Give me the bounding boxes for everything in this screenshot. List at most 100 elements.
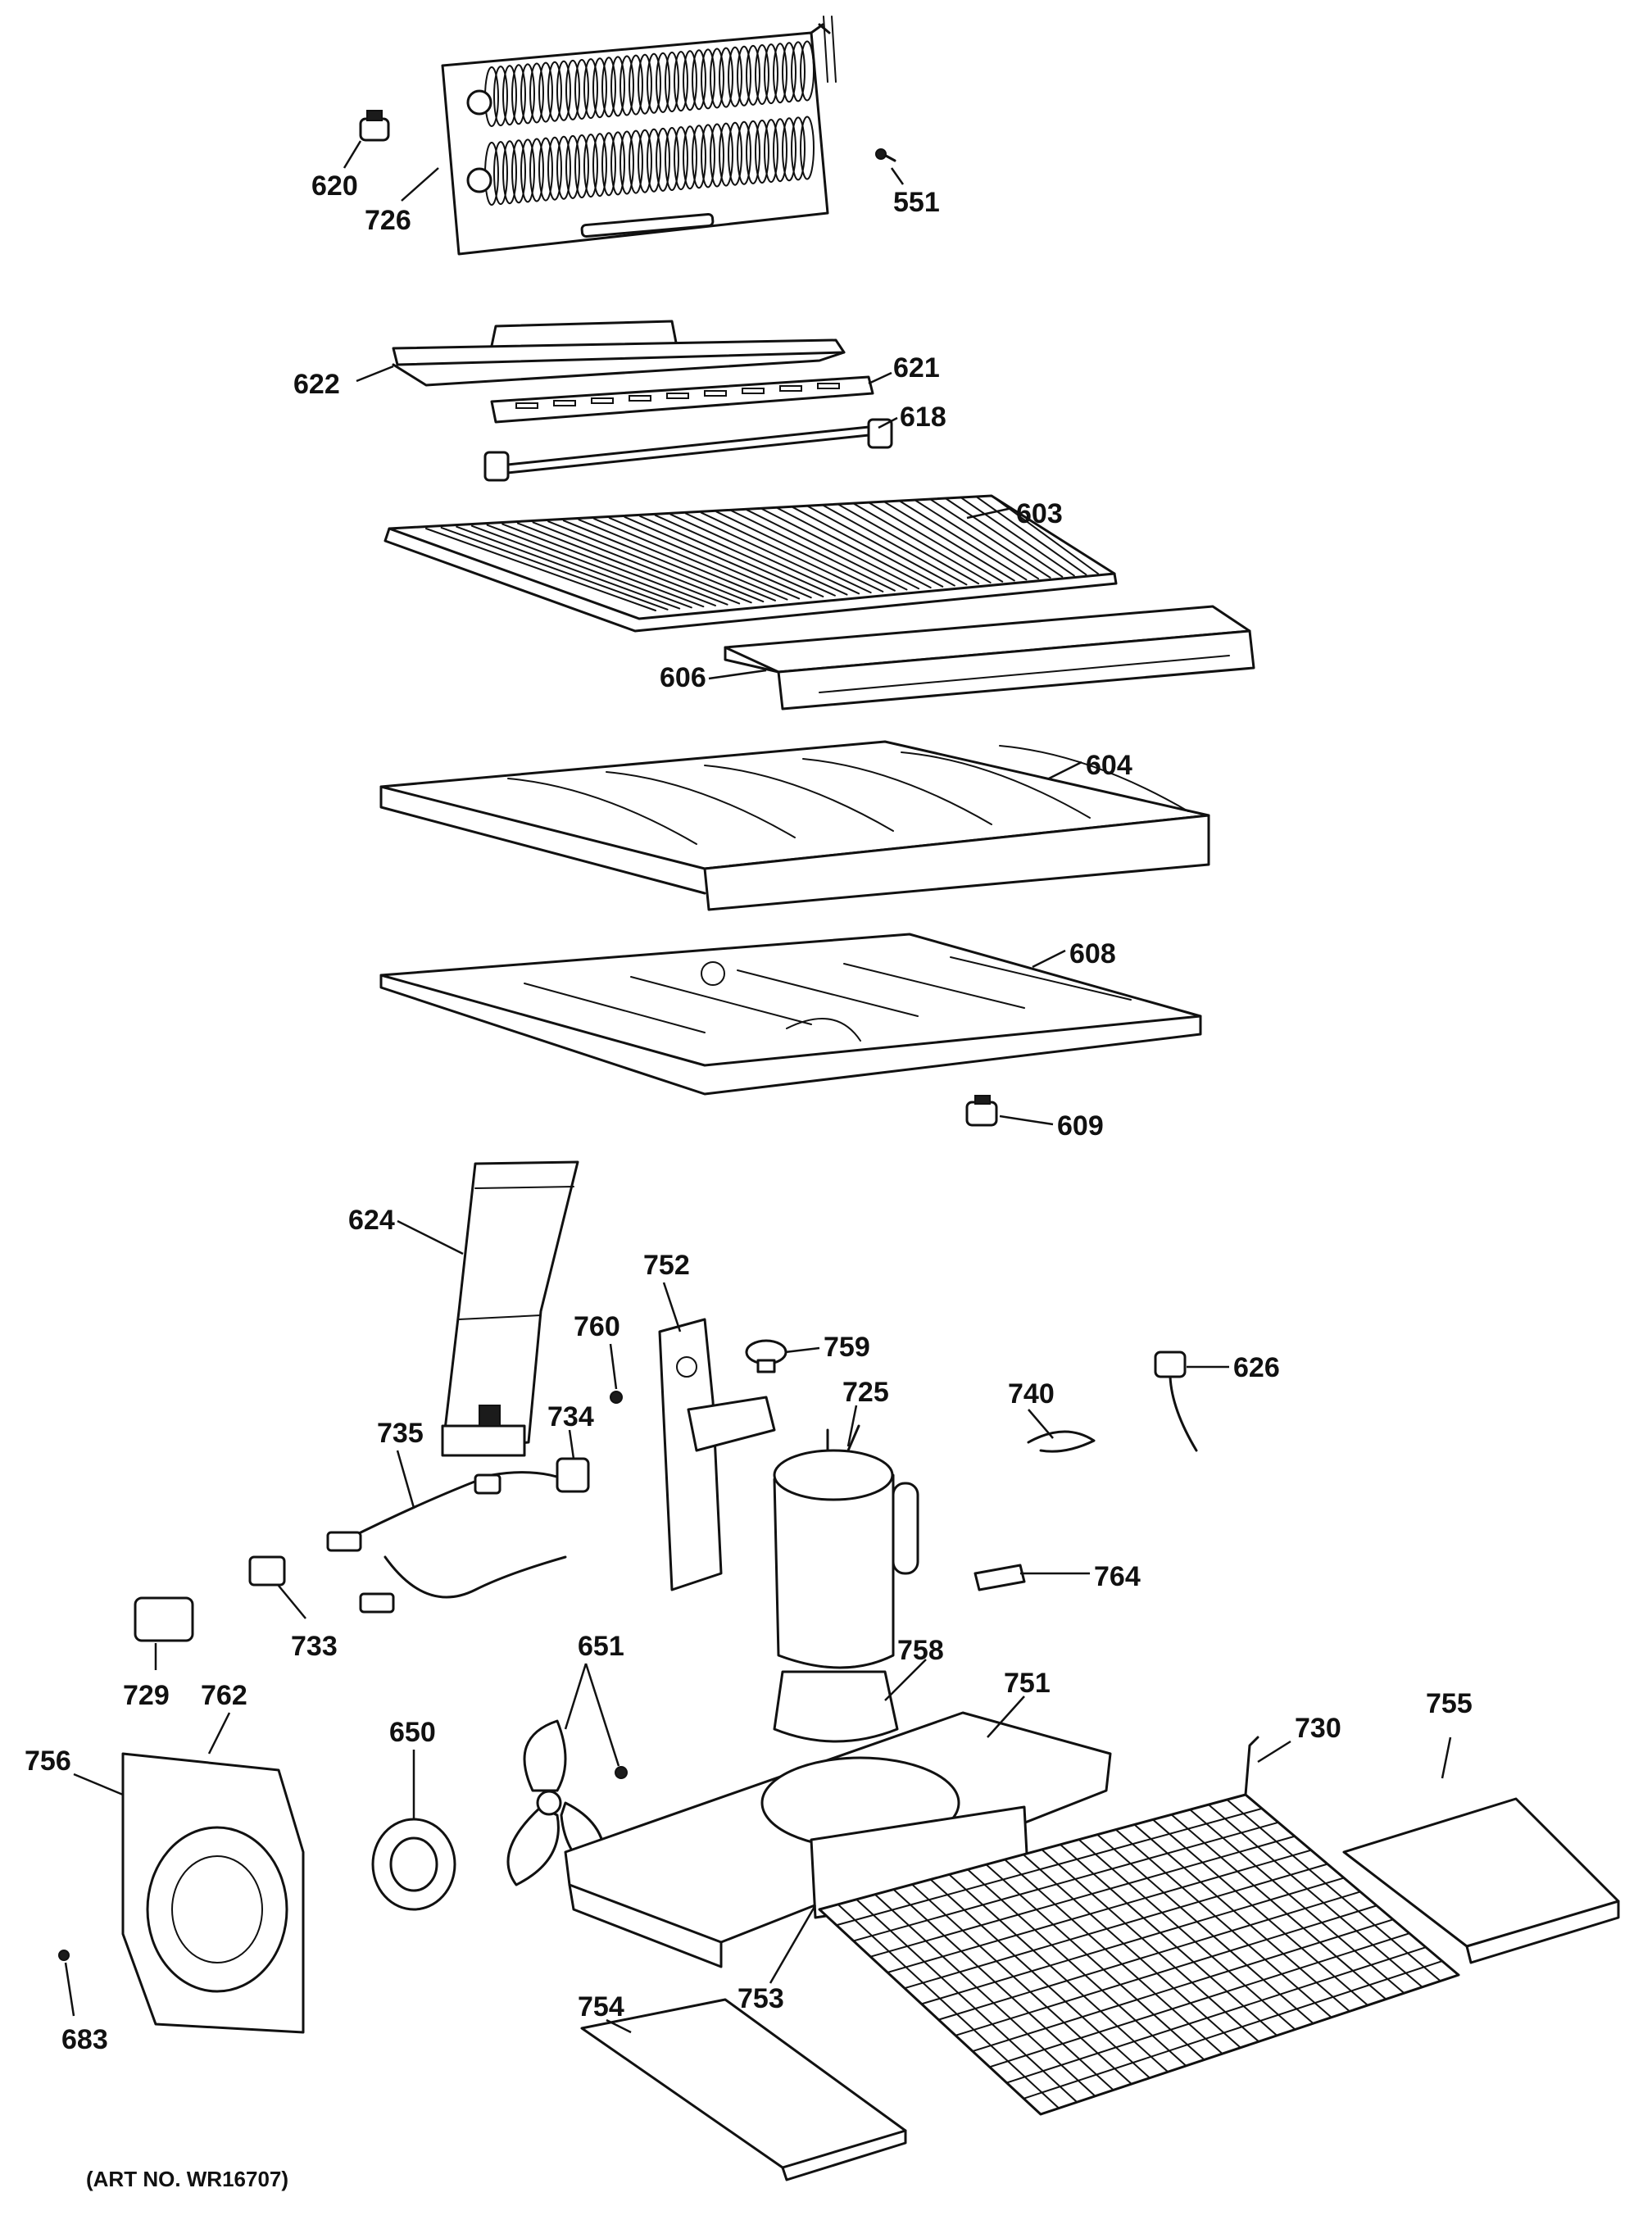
shelf-rib — [440, 526, 669, 611]
condenser-wire — [948, 1873, 1169, 2073]
pan-groove — [606, 771, 796, 838]
plug-626 — [1154, 1351, 1198, 1452]
art-number: (ART NO. WR16707) — [86, 2167, 288, 2191]
condenser-wire — [892, 1888, 1114, 2091]
condenser-wire — [1004, 1859, 1223, 2055]
label-650: 650 — [389, 1717, 436, 1748]
condenser-tube — [852, 1821, 1279, 1942]
shelf-rib — [425, 528, 656, 611]
coil-turn — [592, 57, 607, 119]
pan-groove — [802, 758, 992, 825]
coil-turn — [565, 134, 580, 199]
label-759: 759 — [824, 1332, 870, 1363]
condenser-tube — [955, 1904, 1377, 2036]
pan-608 — [379, 933, 1202, 1096]
condenser-wire — [929, 1878, 1151, 2079]
shelf-rib — [639, 515, 824, 597]
label-762: 762 — [201, 1680, 247, 1711]
coil-turn — [520, 138, 535, 203]
harness-735 — [326, 1471, 575, 1614]
label-622: 622 — [293, 369, 340, 400]
label-755: 755 — [1426, 1688, 1473, 1719]
coil-turn — [683, 50, 697, 111]
coil-turn — [764, 43, 778, 105]
condenser-tube — [1023, 1960, 1443, 2100]
label-726: 726 — [365, 205, 411, 236]
coil-turn — [800, 116, 815, 180]
relay-734 — [556, 1457, 590, 1493]
shelf-rib — [685, 512, 860, 595]
channel-621 — [490, 375, 874, 424]
label-624: 624 — [348, 1205, 395, 1236]
condenser-wire — [1226, 1799, 1441, 1982]
coil-turn — [719, 47, 733, 108]
shelf-rib — [654, 514, 836, 597]
coil-turn — [565, 59, 580, 120]
coil-turn — [547, 136, 562, 201]
shelf-rib — [975, 496, 1087, 576]
coil-turn — [791, 41, 806, 102]
label-751: 751 — [1004, 1668, 1051, 1699]
coil-turn — [710, 48, 724, 109]
clip-620 — [359, 110, 390, 142]
coil-turn — [538, 61, 553, 123]
shelf-rib — [837, 503, 980, 585]
label-760: 760 — [574, 1311, 620, 1342]
slot — [629, 395, 651, 402]
slot — [591, 397, 614, 404]
label-733: 733 — [291, 1631, 338, 1662]
condenser-wire — [985, 1864, 1205, 2061]
cover-plate-622 — [392, 320, 846, 387]
condenser-wire — [1245, 1794, 1459, 1976]
condenser-wire — [874, 1893, 1096, 2097]
condenser-tube — [920, 1877, 1345, 2005]
label-725: 725 — [842, 1377, 889, 1408]
label-740: 740 — [1008, 1378, 1055, 1410]
compressor-725 — [773, 1424, 919, 1669]
shelf-rib — [730, 510, 896, 592]
label-608: 608 — [1069, 938, 1116, 969]
coil-turn — [547, 61, 562, 122]
condenser-wire — [1059, 1843, 1278, 2036]
label-620: 620 — [311, 170, 358, 202]
coil-turn — [556, 135, 571, 200]
shelf-rib — [960, 497, 1075, 577]
label-626: 626 — [1233, 1352, 1280, 1383]
pan-groove — [507, 778, 697, 845]
coil-turn — [746, 44, 760, 106]
condenser-tube — [988, 1932, 1410, 2068]
coil-turn — [710, 123, 724, 188]
heater-rod-618 — [483, 418, 893, 482]
shelf-rib — [715, 511, 884, 592]
pan-groove — [843, 963, 1025, 1009]
label-734: 734 — [547, 1401, 594, 1432]
shelf-rib — [470, 524, 692, 609]
condenser-730 — [818, 1736, 1460, 2116]
coil-turn — [610, 56, 625, 117]
shelf-rib — [532, 521, 741, 605]
coil-turn — [601, 57, 616, 118]
condenser-wire — [966, 1868, 1187, 2067]
coil-turn — [665, 127, 679, 191]
coil-turn — [692, 49, 706, 111]
condenser-wire — [1207, 1804, 1423, 1988]
condenser-wire — [1078, 1838, 1296, 2031]
coil-turn — [538, 137, 553, 202]
coil-turn — [493, 141, 508, 206]
leader-lines — [64, 140, 1452, 2034]
coil-turn — [638, 53, 652, 115]
coil-turn — [773, 43, 787, 104]
coil-turn — [520, 63, 535, 125]
coil-turn — [592, 133, 607, 197]
coil-turn — [511, 64, 526, 125]
condenser-tube — [903, 1863, 1328, 1990]
shelf-603 — [384, 494, 1118, 633]
label-735: 735 — [377, 1418, 424, 1449]
label-603: 603 — [1016, 498, 1063, 529]
coil-turn — [511, 139, 526, 204]
condenser-tube — [937, 1891, 1361, 2021]
coil-turn — [692, 125, 706, 189]
shelf-rib — [914, 499, 1040, 580]
shelf-rib — [776, 507, 932, 589]
